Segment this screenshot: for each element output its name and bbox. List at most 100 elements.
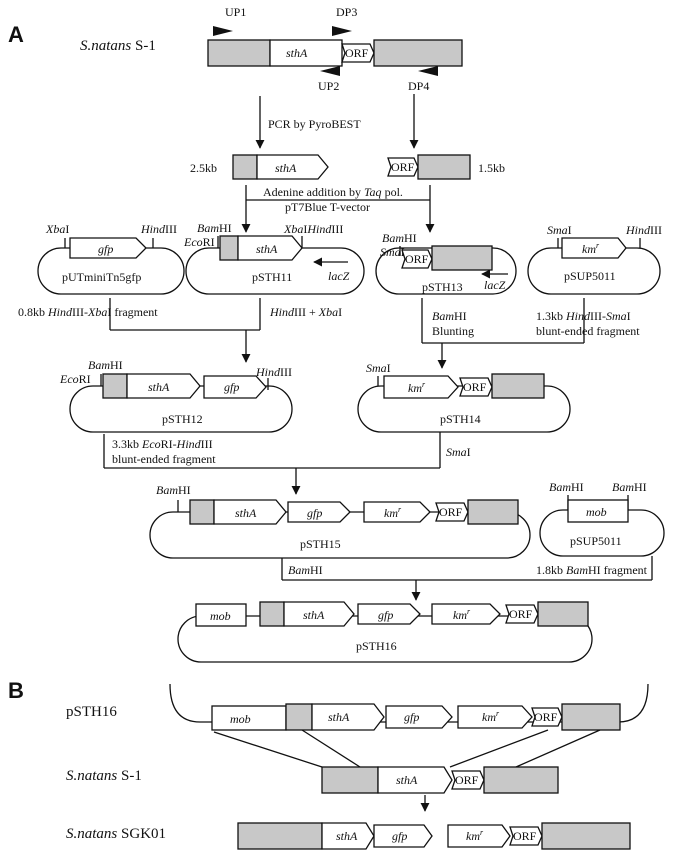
plasmid-name: pSTH15 [300,537,341,551]
flank-left [207,39,271,67]
s1-genomic-locus: sthA ORF [207,39,463,67]
pcr-product-orf [387,157,419,177]
plasmid-psth12: BamHI EcoRI sthA gfp HindIII pSTH12 [59,358,293,433]
site-smai: SmaI [366,361,391,375]
site-bamhi: BamHI [197,221,232,235]
stha-label: sthA [303,608,325,622]
primer-up1-arrow [213,26,233,36]
flank-right [467,499,519,525]
gfp-gene [357,603,421,625]
mob-gene [195,603,247,627]
flank-left [237,822,323,850]
mob-gene [211,705,287,731]
orf-box [505,604,539,624]
primer-up1-label: UP1 [225,5,246,19]
crossover-line-3 [449,729,549,768]
lacz-label: lacZ [484,278,506,292]
stha-gene [321,822,375,850]
psth16-b-label: pSTH16 [66,704,117,720]
primer-dp4-arrow [418,66,438,76]
mob-label: mob [586,505,607,519]
plasmid-name: pSTH11 [252,270,292,284]
stha-label: sthA [256,242,278,256]
site-smai: SmaI [380,245,405,259]
kmr-gene [561,237,627,259]
stha-label: sthA [336,829,358,843]
mob-label: mob [210,609,231,623]
fragment-18kb: 1.8kb BamHI fragment [536,563,648,577]
flank [431,245,493,271]
hind-xba-digest: HindIII + XbaI [269,305,342,319]
flank [102,373,128,399]
gfp-label: gfp [392,829,407,843]
site-bamhi-1: BamHI [549,480,584,494]
blunt-ended-fragment-2: blunt-ended fragment [112,452,216,466]
gfp-label: gfp [404,710,419,724]
blunting-step: Blunting [432,324,474,338]
plasmid-psth13: BamHI SmaI ORF lacZ pSTH13 [375,231,517,295]
stha-gene [311,703,385,731]
size-25kb: 2.5kb [190,161,217,175]
adenine-label: Adenine addition by Taq pol. [263,185,403,199]
stha-label: sthA [148,380,170,394]
site-xbai: XbaI [45,222,69,236]
site-ecori: EcoRI [59,372,91,386]
orf-label: ORF [534,710,558,724]
gfp-gene [287,501,351,523]
primer-up2-label: UP2 [318,79,339,93]
kmr-label: kmr [466,828,484,843]
crossover-line [213,731,323,768]
bamhi-step: BamHI [432,309,467,323]
mob-label: mob [230,712,251,726]
plasmid-psup5011-top: SmaI kmr HindIII pSUP5011 [527,223,662,295]
orf-label: ORF [439,505,463,519]
site-bamhi: BamHI [156,483,191,497]
flank [285,703,313,731]
kmr-gene [447,824,511,848]
plasmid-name: pSUP5011 [564,269,616,283]
pcr-product-flank [232,154,258,180]
s1-chromosome-b: sthA ORF [321,766,559,794]
primer-dp3-arrow [332,26,352,36]
primer-up2-arrow [320,66,340,76]
primer-dp3-label: DP3 [336,5,357,19]
gfp-gene [69,237,147,259]
plasmid-name: pUTminiTn5gfp [62,270,141,284]
stha-label: sthA [286,46,308,60]
stha-gene [377,766,453,794]
orf-label: ORF [509,607,533,621]
pcr-product-orf-label: ORF [391,160,415,174]
site-bamhi: BamHI [382,231,417,245]
crossover-line-4 [515,729,601,768]
gfp-label: gfp [378,608,393,622]
flank-right [537,601,589,627]
primer-dp4-label: DP4 [408,79,429,93]
smai-step: SmaI [446,445,471,459]
orf-label: ORF [345,46,369,60]
kmr-gene [383,375,459,399]
site-hindiii: HindIII [255,365,292,379]
orf-label: ORF [463,380,487,394]
kmr-gene [363,501,431,523]
plasmid-name: pSTH16 [356,639,397,653]
orf-box [435,502,469,522]
orf-box [509,826,543,846]
panel-label-b: B [8,678,24,703]
stha-label: sthA [235,506,257,520]
flank [259,601,285,627]
site-bamhi-2: BamHI [612,480,647,494]
sgk01-chromosome: sthA gfp kmr ORF [237,822,631,850]
plasmid-name: pSTH13 [422,280,463,294]
plasmid-psth14: SmaI kmr ORF pSTH14 [357,361,571,433]
fragment-08kb: 0.8kb HindIII-XbaI fragment [18,305,158,319]
plasmid-name: pSTH14 [440,412,481,426]
pcr-label: PCR by PyroBEST [268,117,361,131]
plasmid-name: pSUP5011 [570,534,622,548]
organism-s1-label-b: S.natans S-1 [66,768,142,784]
organism-sgk01-label: S.natans SGK01 [66,826,166,842]
flank-left [321,766,379,794]
stha-gene [213,499,287,525]
site-ecori: EcoRI [183,235,215,249]
lacz-label: lacZ [328,269,350,283]
